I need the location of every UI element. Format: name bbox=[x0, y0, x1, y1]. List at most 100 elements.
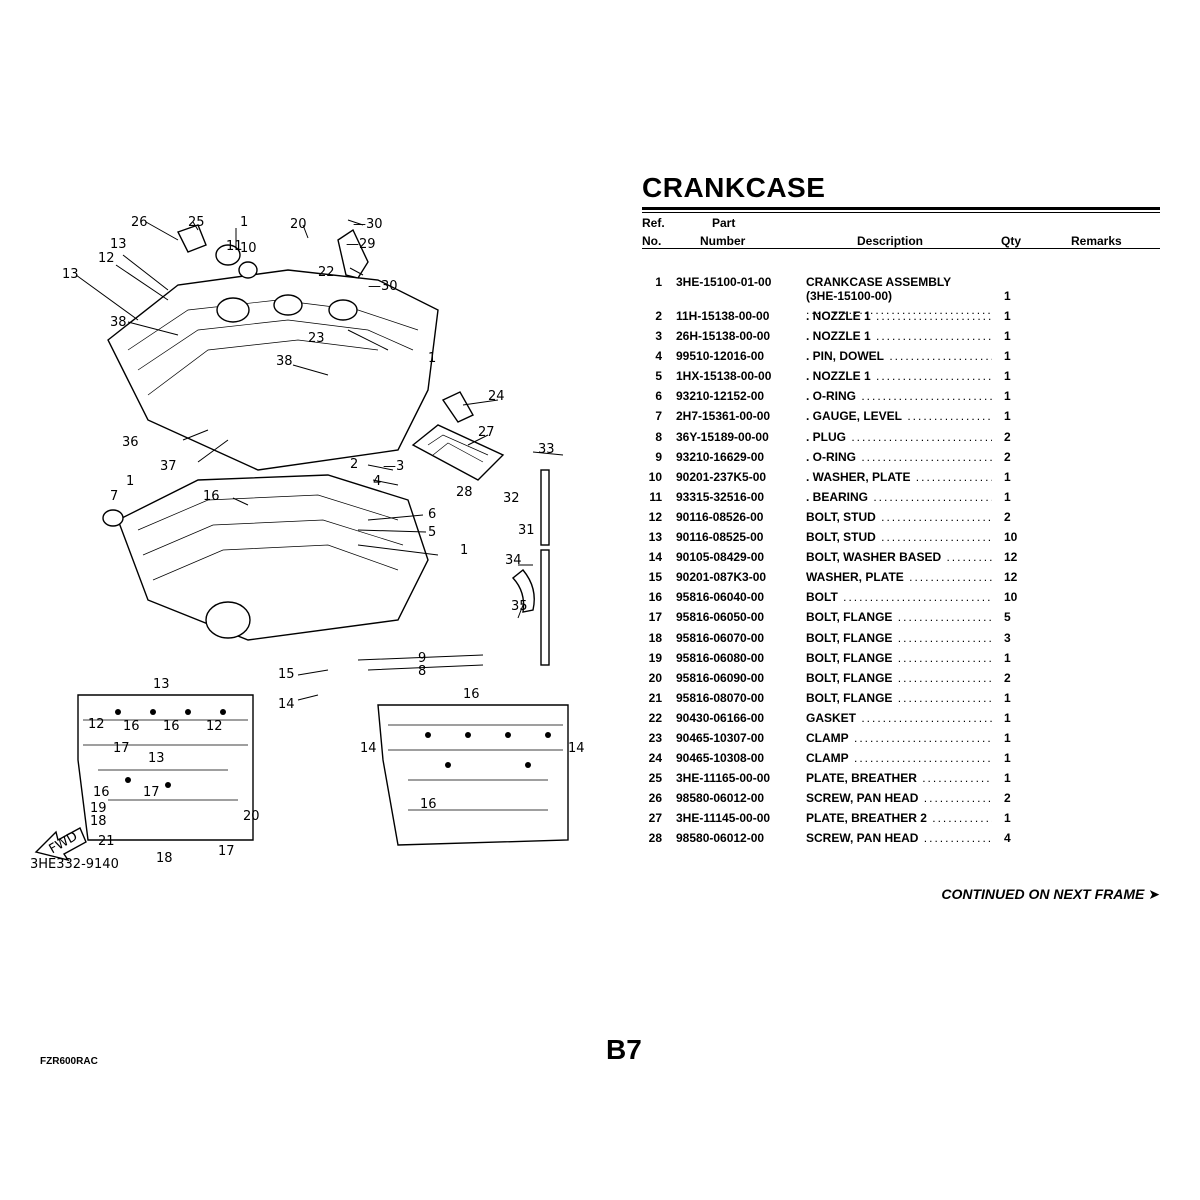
row-ref: 7 bbox=[655, 409, 662, 424]
row-qty: 1 bbox=[1004, 690, 1011, 705]
row-description-text: BOLT, FLANGE bbox=[806, 610, 893, 625]
row-qty: 1 bbox=[1004, 650, 1011, 665]
leader-dots: ...................................... bbox=[889, 349, 992, 364]
svg-text:26: 26 bbox=[131, 215, 148, 230]
header-qty: Qty bbox=[1001, 234, 1022, 248]
title-rule bbox=[642, 207, 1160, 210]
row-qty: 10 bbox=[1004, 530, 1018, 545]
svg-text:25: 25 bbox=[188, 215, 205, 230]
row-part-number: 95816-06070-00 bbox=[676, 630, 765, 645]
row-description-text: PLATE, BREATHER bbox=[806, 771, 917, 786]
row-ref: 26 bbox=[648, 791, 662, 806]
svg-text:4: 4 bbox=[373, 474, 381, 489]
page-title: CRANKCASE bbox=[642, 172, 826, 203]
leader-dots: ...................................... bbox=[907, 409, 992, 424]
row-qty: 12 bbox=[1004, 570, 1018, 585]
row-qty: 1 bbox=[1004, 389, 1011, 404]
row-part-number: 93210-16629-00 bbox=[676, 449, 765, 464]
row-qty: 1 bbox=[1004, 771, 1011, 786]
svg-text:14: 14 bbox=[278, 697, 295, 712]
svg-text:5: 5 bbox=[428, 525, 436, 540]
leader-dots: ...................................... bbox=[946, 550, 992, 565]
row-part-number: 95816-08070-00 bbox=[676, 690, 765, 705]
table-row: 9 93210-16629-00 . O-RING ................… bbox=[642, 447, 1162, 467]
row-description: . O-RING ...............................… bbox=[806, 450, 992, 464]
leader-dots: ...................................... bbox=[854, 730, 992, 745]
row-description: BOLT, FLANGE ...........................… bbox=[806, 651, 992, 665]
row-description: BOLT, FLANGE ...........................… bbox=[806, 610, 992, 624]
leader-dots: ...................................... bbox=[876, 329, 992, 344]
svg-text:11: 11 bbox=[226, 239, 243, 254]
svg-text:33: 33 bbox=[538, 442, 555, 457]
header-part-line2: Number bbox=[700, 234, 746, 248]
svg-text:36: 36 bbox=[122, 435, 139, 450]
title-rule-thin bbox=[642, 212, 1160, 213]
row-description: BOLT ...................................… bbox=[806, 590, 992, 604]
row-part-number: 95816-06040-00 bbox=[676, 590, 765, 605]
leader-dots: ...................................... bbox=[915, 469, 992, 484]
row-description-text: SCREW, PAN HEAD bbox=[806, 791, 919, 806]
leader-dots: ...................................... bbox=[923, 831, 992, 846]
svg-text:10: 10 bbox=[240, 241, 257, 256]
row-part-number: 98580-06012-00 bbox=[676, 791, 765, 806]
row-ref: 22 bbox=[648, 710, 662, 725]
row-ref: 2 bbox=[655, 309, 662, 323]
row-description: BOLT, FLANGE ...........................… bbox=[806, 671, 992, 685]
row-ref: 27 bbox=[648, 811, 662, 826]
leader-dots: ...................................... bbox=[851, 429, 992, 444]
leader-dots: ...................................... bbox=[932, 811, 992, 826]
row-part-number: 11H-15138-00-00 bbox=[676, 309, 770, 323]
row-qty: 1 bbox=[1004, 730, 1011, 745]
svg-text:17: 17 bbox=[113, 741, 130, 756]
row-description-text: GASKET bbox=[806, 710, 857, 725]
row-description-text: . NOZZLE 1 bbox=[806, 309, 871, 323]
row-ref: 14 bbox=[648, 550, 662, 565]
row-ref: 9 bbox=[655, 449, 662, 464]
svg-text:13: 13 bbox=[148, 751, 165, 766]
svg-text:24: 24 bbox=[488, 389, 505, 404]
svg-text:15: 15 bbox=[278, 667, 295, 682]
row-ref: 21 bbox=[648, 690, 662, 705]
leader-dots: ...................................... bbox=[873, 489, 992, 504]
row-ref: 1 bbox=[655, 275, 662, 289]
row-qty: 1 bbox=[1004, 751, 1011, 766]
row-qty: 3 bbox=[1004, 630, 1011, 645]
row-description-text: . BEARING bbox=[806, 489, 869, 504]
row-description: . PIN, DOWEL ...........................… bbox=[806, 349, 992, 363]
row-qty: 1 bbox=[1004, 409, 1011, 424]
drawing-code: 3HE332-9140 bbox=[30, 857, 119, 872]
svg-text:14: 14 bbox=[360, 741, 377, 756]
page-number: B7 bbox=[606, 1034, 642, 1065]
row-ref: 24 bbox=[648, 751, 662, 766]
svg-text:7: 7 bbox=[110, 489, 118, 504]
leader-dots: ...................................... bbox=[854, 751, 992, 766]
row-description-text: BOLT, WASHER BASED bbox=[806, 550, 942, 565]
svg-text:—29: —29 bbox=[346, 237, 376, 252]
row-description: . BEARING ..............................… bbox=[806, 490, 992, 504]
svg-text:22: 22 bbox=[318, 265, 335, 280]
row-qty: 4 bbox=[1004, 831, 1011, 846]
row-description-text: . PLUG bbox=[806, 429, 847, 444]
leader-dots: ...................................... bbox=[876, 309, 992, 323]
row-qty: 1 bbox=[1004, 309, 1011, 323]
row-part-number: 3HE-11145-00-00 bbox=[676, 811, 771, 826]
svg-text:35: 35 bbox=[511, 599, 528, 614]
row-description: WASHER, PLATE ..........................… bbox=[806, 570, 992, 584]
svg-text:13: 13 bbox=[62, 267, 79, 282]
table-row: 2 11H-15138-00-00 . NOZZLE 1 .............… bbox=[642, 306, 1162, 326]
row-description-text: CLAMP bbox=[806, 751, 849, 766]
svg-text:16: 16 bbox=[123, 719, 140, 734]
upper-crankcase-drawing bbox=[107, 224, 439, 471]
svg-text:32: 32 bbox=[503, 491, 520, 506]
svg-text:27: 27 bbox=[478, 425, 495, 440]
